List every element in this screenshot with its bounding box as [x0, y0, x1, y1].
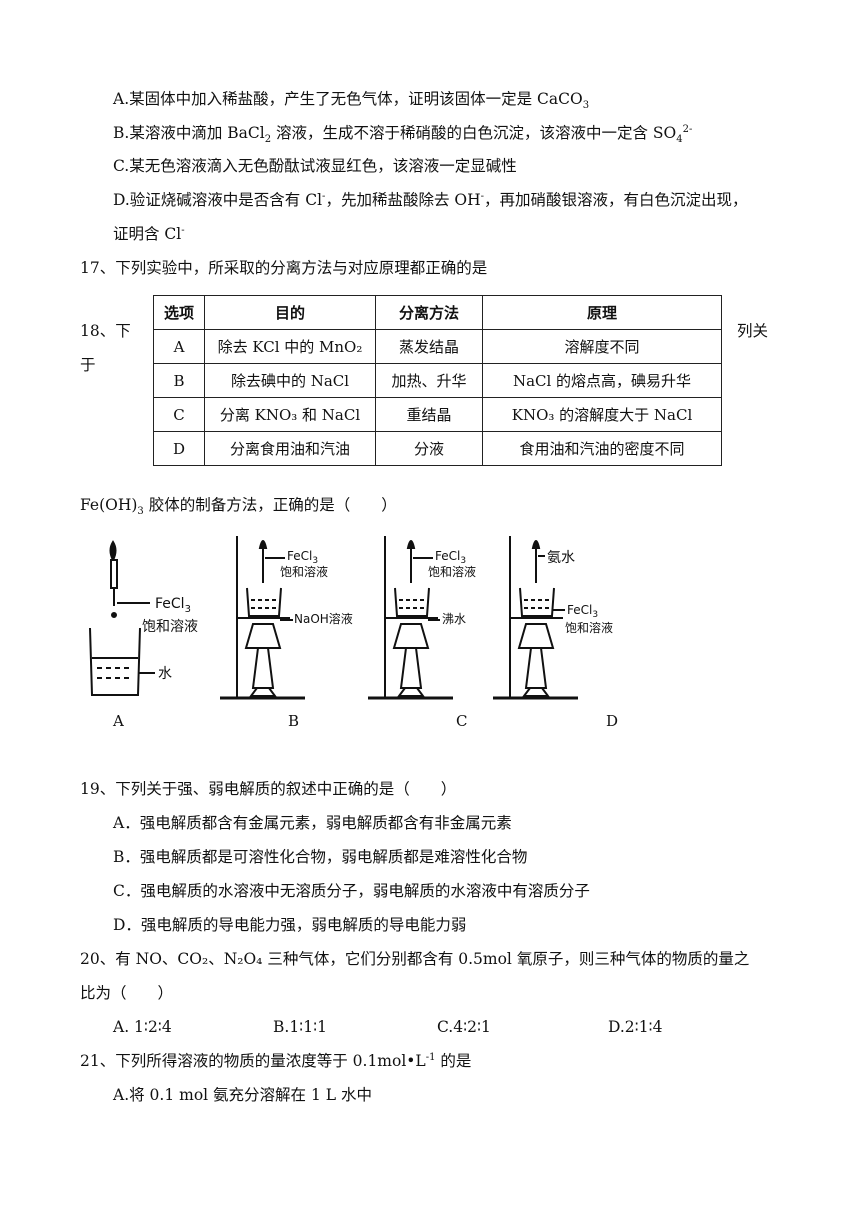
q18-fragment-left-2: 于	[80, 356, 96, 374]
separation-table: 选项 目的 分离方法 原理 A 除去 KCl 中的 MnO₂ 蒸发结晶 溶解度不…	[153, 295, 722, 466]
table-row: D 分离食用油和汽油 分液 食用油和汽油的密度不同	[153, 431, 722, 466]
figure-c	[368, 536, 453, 700]
table-cell: 分离 KNO₃ 和 NaCl	[204, 397, 376, 432]
figure-label-c: C	[456, 712, 468, 730]
q18-fragment-left-1: 18、下	[80, 322, 131, 340]
figure-b	[220, 536, 305, 700]
label-fecl3-b: FeCl3	[287, 549, 318, 566]
figure-a	[89, 540, 155, 696]
table-cell: B	[153, 363, 205, 398]
q19-option-b: B．强电解质都是可溶性化合物，弱电解质都是难溶性化合物	[113, 848, 528, 866]
label-water-a: 水	[158, 666, 172, 682]
q16-option-c: C.某无色溶液滴入无色酚酞试液显红色，该溶液一定显碱性	[113, 157, 517, 175]
label-fecl3-c: FeCl3	[435, 549, 466, 566]
table-header: 原理	[482, 295, 722, 330]
q19-option-d: D．强电解质的导电能力强，弱电解质的导电能力弱	[113, 916, 467, 934]
label-fecl3-d: FeCl3	[567, 603, 598, 620]
table-header: 分离方法	[375, 295, 483, 330]
figure-label-b: B	[288, 712, 300, 730]
table-row: A 除去 KCl 中的 MnO₂ 蒸发结晶 溶解度不同	[153, 329, 722, 364]
q16-option-d-line2: 证明含 Cl-	[113, 224, 185, 243]
label-saturated-d: 饱和溶液	[565, 620, 613, 635]
table-cell: 加热、升华	[375, 363, 483, 398]
q18-stem: Fe(OH)3 胶体的制备方法，正确的是（ ）	[80, 496, 397, 518]
q20-option-d: D.2∶1∶4	[608, 1018, 663, 1036]
label-naoh-b: NaOH溶液	[294, 611, 353, 626]
q20-stem-line2: 比为（ ）	[80, 984, 174, 1002]
q19-option-a: A．强电解质都含有金属元素，弱电解质都含有非金属元素	[113, 814, 512, 832]
q17-stem: 17、下列实验中，所采取的分离方法与对应原理都正确的是	[80, 259, 488, 277]
table-cell: 除去碘中的 NaCl	[204, 363, 376, 398]
q19-stem: 19、下列关于强、弱电解质的叙述中正确的是（ ）	[80, 780, 457, 798]
table-row: C 分离 KNO₃ 和 NaCl 重结晶 KNO₃ 的溶解度大于 NaCl	[153, 397, 722, 432]
label-saturated-b: 饱和溶液	[280, 564, 328, 579]
table-cell: D	[153, 431, 205, 466]
q18-fragment-right: 列关	[737, 322, 769, 340]
q20-option-c: C.4∶2∶1	[437, 1018, 491, 1036]
table-row: B 除去碘中的 NaCl 加热、升华 NaCl 的熔点高，碘易升华	[153, 363, 722, 398]
table-cell: KNO₃ 的溶解度大于 NaCl	[482, 397, 722, 432]
table-cell: 食用油和汽油的密度不同	[482, 431, 722, 466]
label-ammonia-d: 氨水	[547, 550, 575, 566]
q16-option-b: B.某溶液中滴加 BaCl2 溶液，生成不溶于稀硝酸的白色沉淀，该溶液中一定含 …	[113, 123, 693, 146]
figure-label-d: D	[606, 712, 619, 730]
table-cell: 除去 KCl 中的 MnO₂	[204, 329, 376, 364]
q20-stem-line1: 20、有 NO、CO₂、N₂O₄ 三种气体，它们分别都含有 0.5mol 氧原子…	[80, 950, 750, 968]
q21-stem: 21、下列所得溶液的物质的量浓度等于 0.1mol•L-1 的是	[80, 1051, 472, 1070]
table-cell: 分离食用油和汽油	[204, 431, 376, 466]
label-saturated-c: 饱和溶液	[428, 564, 476, 579]
q16-option-d: D.验证烧碱溶液中是否含有 Cl-，先加稀盐酸除去 OH-，再加硝酸银溶液，有白…	[113, 190, 748, 209]
figure-d	[493, 536, 578, 700]
table-header: 目的	[204, 295, 376, 330]
table-header: 选项	[153, 295, 205, 330]
label-boiling-c: 沸水	[442, 612, 466, 626]
q19-option-c: C．强电解质的水溶液中无溶质分子，弱电解质的水溶液中有溶质分子	[113, 882, 590, 900]
q20-option-a: A. 1∶2∶4	[113, 1018, 172, 1036]
label-saturated-a: 饱和溶液	[142, 619, 198, 635]
table-cell: NaCl 的熔点高，碘易升华	[482, 363, 722, 398]
q21-option-a: A.将 0.1 mol 氨充分溶解在 1 L 水中	[113, 1086, 372, 1104]
q20-option-b: B.1∶1∶1	[273, 1018, 327, 1036]
colloid-apparatus-figure: FeCl3 饱和溶液 水 FeCl3 饱和溶液 NaOH溶液 FeCl3 饱和溶…	[89, 536, 613, 700]
table-header-row: 选项 目的 分离方法 原理	[153, 295, 722, 330]
table-cell: A	[153, 329, 205, 364]
table-cell: 蒸发结晶	[375, 329, 483, 364]
label-fecl3-a: FeCl3	[155, 596, 191, 615]
figure-label-a: A	[113, 712, 124, 730]
table-cell: 溶解度不同	[482, 329, 722, 364]
table-cell: 分液	[375, 431, 483, 466]
table-cell: C	[153, 397, 205, 432]
table-cell: 重结晶	[375, 397, 483, 432]
q16-option-a: A.某固体中加入稀盐酸，产生了无色气体，证明该固体一定是 CaCO3	[113, 90, 590, 112]
